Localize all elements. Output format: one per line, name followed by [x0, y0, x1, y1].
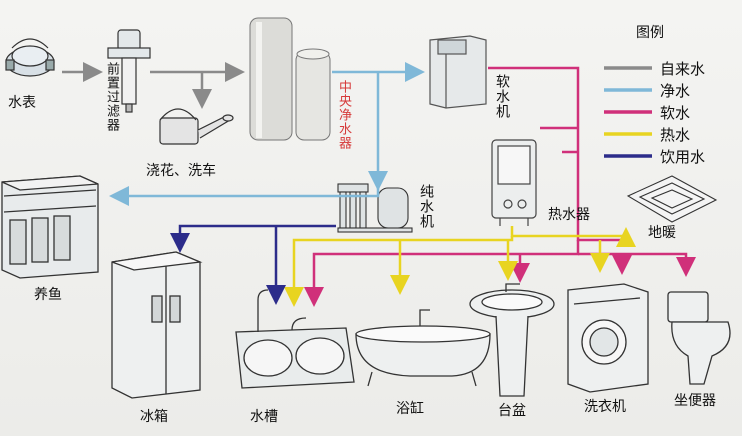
washer-label: 洗衣机: [584, 399, 626, 415]
fridge-icon: [111, 251, 203, 399]
legend-item-tap-water: 自来水: [660, 60, 706, 78]
hot-water-pipe: [284, 226, 636, 307]
tap-water-pipe: [62, 62, 245, 109]
softener-label: 软水机: [494, 74, 510, 119]
bathtub-label: 浴缸: [396, 401, 424, 417]
water-heater-icon: [491, 139, 537, 226]
toilet-icon: [667, 291, 731, 385]
toilet-label: 坐便器: [674, 393, 716, 409]
fridge-label: 冰箱: [140, 409, 168, 425]
basin-label: 台盆: [498, 403, 526, 419]
softener-icon: [429, 35, 487, 109]
water-meter-label: 水表: [8, 95, 36, 111]
sink-label: 水槽: [250, 409, 278, 425]
basin-icon: [469, 283, 555, 397]
central-purifier-icon: [249, 17, 331, 141]
legend-item-soft-water: 软水: [660, 104, 691, 122]
fish-tank-icon: [1, 175, 99, 279]
water-heater-label: 热水器: [548, 207, 590, 223]
sink-icon: [235, 289, 355, 389]
bathtub-icon: [355, 309, 491, 387]
pre-filter-label: 前置过滤器: [104, 62, 119, 132]
water-meter-icon: [5, 38, 55, 77]
pre-filter-icon: [107, 29, 151, 113]
fish-label: 养鱼: [34, 287, 62, 303]
pure-water-label: 纯水机: [418, 184, 434, 229]
watering-label: 浇花、洗车: [146, 163, 216, 179]
legend-item-purified-water: 净水: [660, 82, 691, 100]
drinking-water-pipe: [170, 224, 336, 305]
legend-item-hot-water: 热水: [660, 126, 691, 144]
purified-water-pipe: [109, 62, 425, 206]
watering-can-icon: [159, 108, 234, 145]
legend-swatches: [604, 66, 652, 158]
legend-item-drinking-water: 饮用水: [660, 148, 706, 166]
soft-water-pipe: [304, 66, 696, 307]
washing-machine-icon: [567, 283, 649, 393]
pure-water-machine-icon: [337, 183, 413, 233]
legend-title: 图例: [636, 25, 664, 41]
central-purifier-label: 中央净水器: [336, 80, 351, 150]
floor-heating-label: 地暖: [648, 225, 676, 241]
floor-heating-icon: [626, 175, 718, 223]
